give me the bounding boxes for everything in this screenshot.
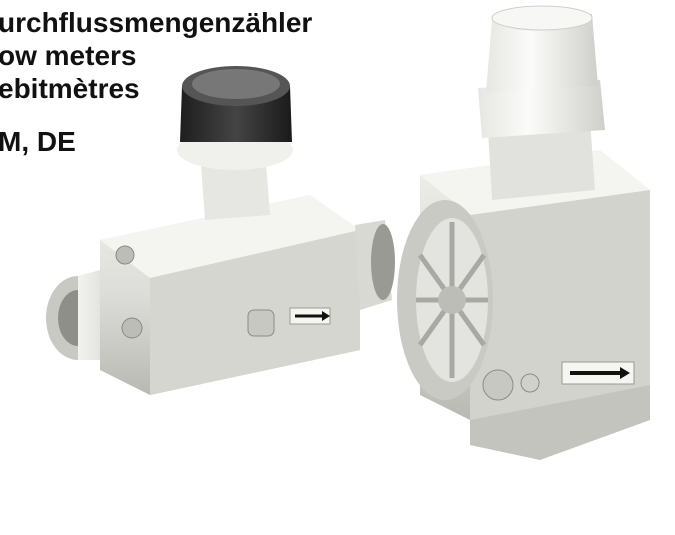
model-codes: M, DE xyxy=(0,126,76,158)
title-french: ebitmètres xyxy=(0,73,140,105)
right-flow-meter xyxy=(397,5,650,460)
title-block: urchflussmengenzähler ow meters ebitmètr… xyxy=(0,6,312,158)
title-english: ow meters xyxy=(0,40,137,72)
left-flow-meter xyxy=(46,66,395,395)
title-german: urchflussmengenzähler xyxy=(0,7,313,38)
